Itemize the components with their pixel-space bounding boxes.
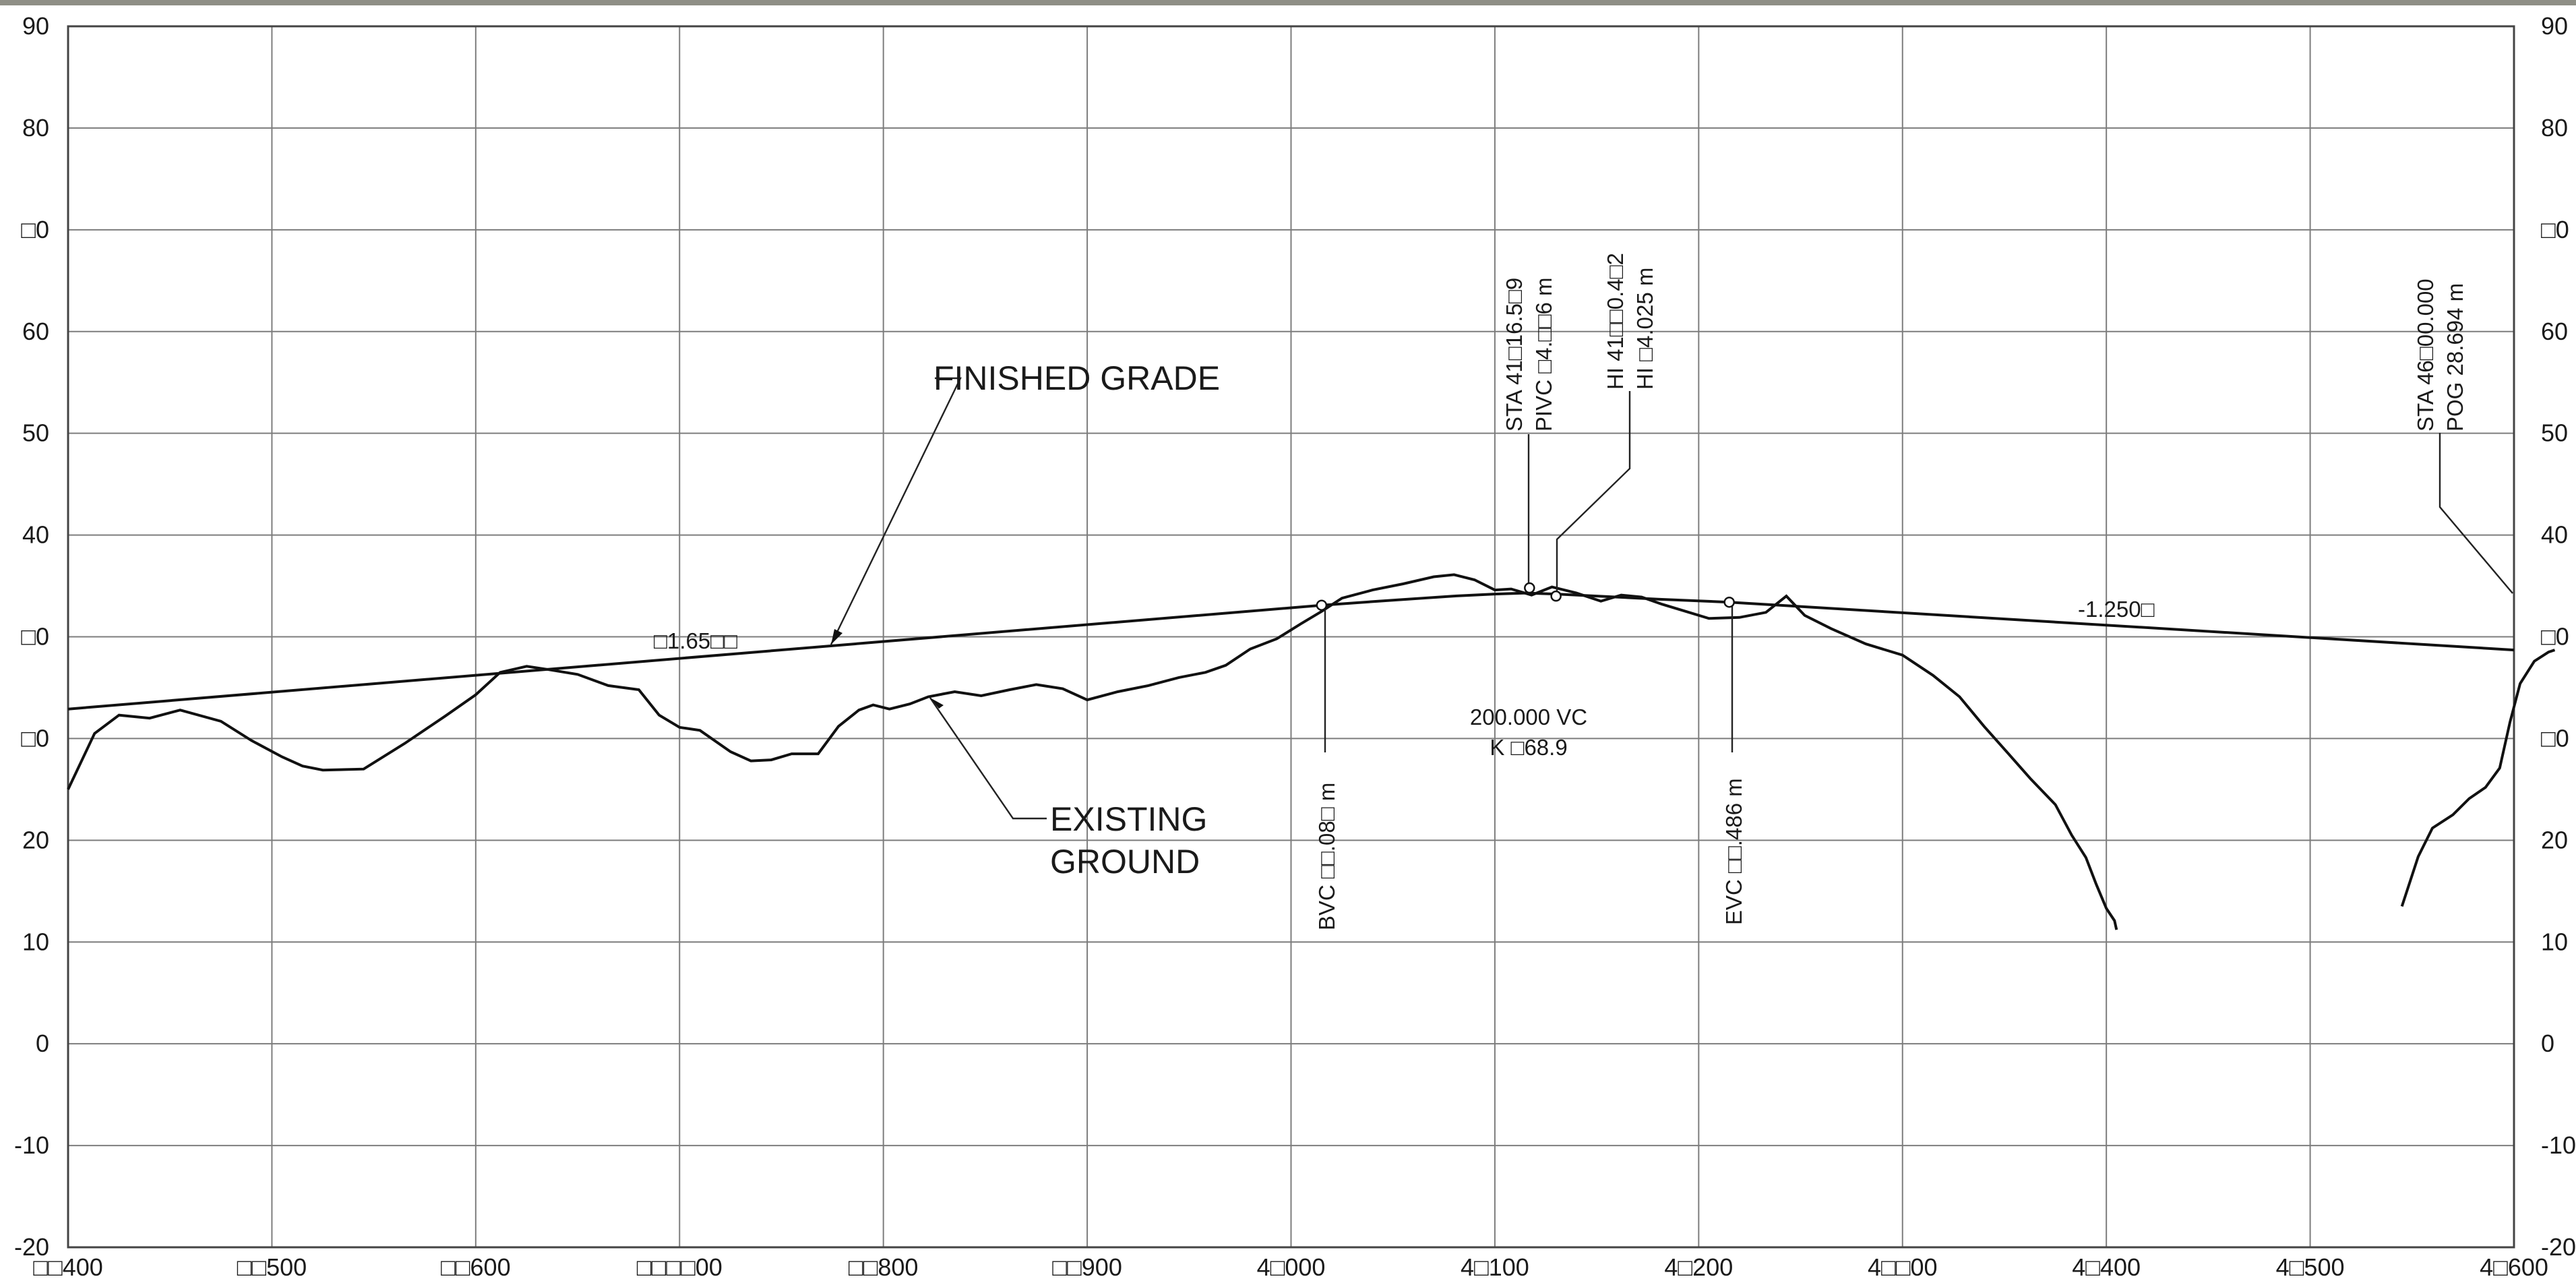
- hi-elevation-label: HI □4.025 m: [1632, 268, 1657, 390]
- existing-ground-line-right: [2400, 649, 2556, 907]
- y-tick-label-left: 80: [22, 114, 49, 142]
- vertical-curve-length-label: 200.000 VC: [1470, 705, 1587, 729]
- y-tick-label-left: □0: [21, 216, 49, 243]
- k-value-label: K □68.9: [1490, 735, 1567, 760]
- y-tick-label-left: 50: [22, 419, 49, 447]
- x-tick-label: □□400: [33, 1253, 103, 1281]
- leader-lines: [830, 377, 2513, 820]
- y-tick-label-right: 40: [2541, 521, 2568, 549]
- existing-ground-arrowhead: [930, 698, 944, 709]
- pivc-elevation-label: PIVC □4.□□6 m: [1531, 277, 1556, 431]
- y-tick-label-right: 0: [2541, 1030, 2554, 1057]
- bvc-marker: [1316, 599, 1328, 611]
- y-tick-label-right: 20: [2541, 826, 2568, 854]
- existing-ground-leader: [929, 697, 1047, 820]
- x-tick-label: □□600: [441, 1253, 511, 1281]
- y-tick-label-right: 90: [2541, 12, 2568, 40]
- finished-grade-arrowhead: [831, 629, 842, 645]
- y-tick-label-right: 80: [2541, 114, 2568, 142]
- y-tick-label-right: 60: [2541, 318, 2568, 345]
- y-tick-label-right: □0: [2541, 724, 2569, 752]
- series-lines: [67, 573, 2556, 930]
- pivc-marker: [1524, 582, 1535, 594]
- hi-station-label: HI 41□□0.4□2: [1603, 253, 1628, 390]
- finished-grade-leader: [830, 377, 962, 645]
- x-tick-label: □□500: [237, 1253, 307, 1281]
- pog-leader: [2439, 433, 2513, 594]
- y-tick-label-left: 20: [22, 826, 49, 854]
- x-tick-label: 4□400: [2072, 1253, 2141, 1281]
- pivc-station-label: STA 41□16.5□9: [1502, 278, 1527, 431]
- x-tick-label: 4□100: [1461, 1253, 1529, 1281]
- pog-station-label: STA 46□00.000: [2413, 278, 2438, 431]
- y-tick-label-left: 90: [22, 12, 49, 40]
- y-tick-label-right: □0: [2541, 623, 2569, 651]
- existing-ground-label-1: EXISTING: [1050, 800, 1207, 838]
- y-tick-label-right: 10: [2541, 928, 2568, 955]
- x-tick-label: □□800: [849, 1253, 919, 1281]
- axis-ticks: □□400 □□500 □□600 □□□□00 □□800 □□900 4□000 4□10…: [14, 12, 2576, 1281]
- x-tick-label: 4□200: [1664, 1253, 1733, 1281]
- plot-frame: [67, 25, 2515, 1249]
- y-tick-label-left: -10: [14, 1131, 49, 1159]
- y-tick-label-left: 10: [22, 928, 49, 955]
- y-tick-label-right: -10: [2541, 1131, 2576, 1159]
- annotations: FINISHED GRADE EXISTING GROUND □1.65□□ -…: [654, 253, 2467, 930]
- grid: [67, 25, 2515, 1249]
- bvc-label: BVC □□.08□ m: [1314, 783, 1339, 930]
- x-tick-label: 4□000: [1257, 1253, 1326, 1281]
- y-tick-label-left: 60: [22, 318, 49, 345]
- hi-leader: [1556, 391, 1631, 591]
- y-tick-label-right: 50: [2541, 419, 2568, 447]
- x-tick-label: 4□500: [2276, 1253, 2345, 1281]
- curve-point-markers: [1316, 582, 1735, 611]
- existing-ground-label-2: GROUND: [1050, 843, 1200, 881]
- x-tick-label: □□900: [1052, 1253, 1122, 1281]
- x-tick-label: □□□□00: [637, 1253, 723, 1281]
- y-tick-label-left: □0: [21, 724, 49, 752]
- y-tick-label-left: -20: [14, 1233, 49, 1261]
- y-tick-label-left: □0: [21, 623, 49, 651]
- top-border-band: [0, 0, 2576, 5]
- y-tick-label-left: 0: [36, 1030, 49, 1057]
- existing-ground-line: [67, 573, 2118, 930]
- finished-grade-label: FINISHED GRADE: [933, 359, 1220, 397]
- x-tick-label: 4□□00: [1868, 1253, 1938, 1281]
- y-tick-label-right: -20: [2541, 1233, 2576, 1261]
- y-tick-label-right: □0: [2541, 216, 2569, 243]
- evc-label: EVC □□.486 m: [1721, 778, 1746, 925]
- x-tick-label: 4□600: [2480, 1253, 2548, 1281]
- evc-marker: [1723, 596, 1735, 608]
- hi-marker: [1550, 590, 1562, 602]
- y-tick-label-left: 40: [22, 521, 49, 549]
- grade-label-right: -1.250□: [2078, 597, 2155, 622]
- grade-label-left: □1.65□□: [654, 628, 737, 653]
- pog-elevation-label: POG 28.694 m: [2443, 283, 2467, 431]
